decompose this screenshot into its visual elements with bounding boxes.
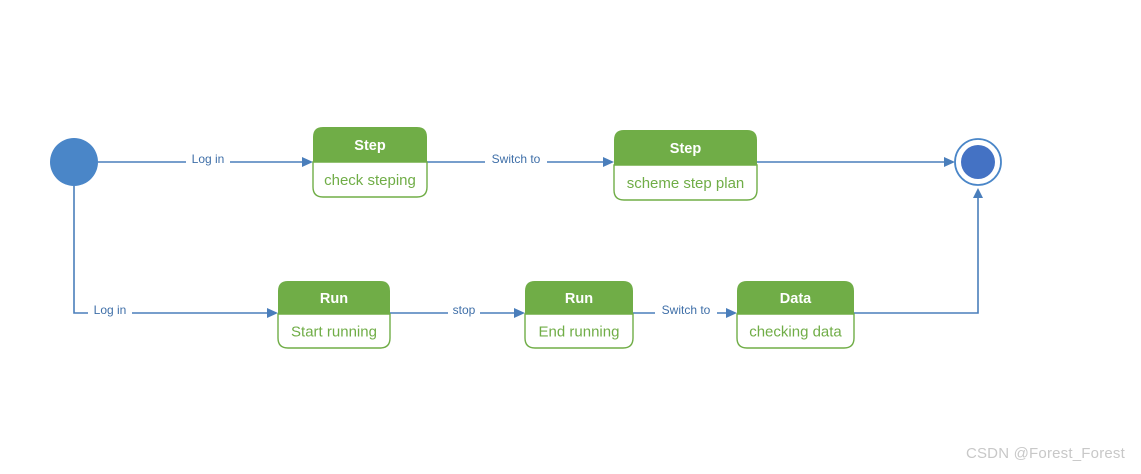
- edge-scheme-step-plan-to-end: [757, 157, 955, 167]
- edge-end-running-to-checking-data: Switch to: [633, 303, 737, 320]
- node-body: [312, 161, 428, 198]
- node-title: Data: [780, 291, 812, 307]
- state-node-scheme-step-plan[interactable]: Step scheme step plan: [613, 130, 758, 201]
- edge-label-backdrop: [186, 153, 230, 169]
- terminals-layer: [50, 138, 1002, 186]
- node-body: [277, 313, 391, 349]
- arrowhead-icon: [267, 308, 278, 318]
- node-body: [736, 313, 855, 349]
- node-subtitle: scheme step plan: [627, 175, 745, 192]
- edge-path: [854, 190, 979, 314]
- edge-start-running-to-end-running: stop: [390, 303, 525, 320]
- watermark-label: CSDN @Forest_Forest: [965, 445, 1125, 462]
- nodes-layer: Step check steping Step scheme step planRun…: [277, 127, 855, 349]
- node-subtitle: Start running: [291, 324, 377, 341]
- node-title: Run: [320, 291, 348, 307]
- edge-label-backdrop: [448, 304, 480, 320]
- arrowhead-icon: [944, 157, 955, 167]
- arrowhead-icon: [514, 308, 525, 318]
- node-title: Step: [670, 141, 702, 157]
- edge-label: Log in: [192, 152, 225, 166]
- edge-start-to-check-steping: Log in: [98, 152, 313, 169]
- edge-path: [73, 186, 276, 314]
- node-subtitle: End running: [539, 324, 620, 341]
- edge-label: Log in: [94, 303, 127, 317]
- state-node-check-steping[interactable]: Step check steping: [312, 127, 428, 198]
- node-header: [737, 281, 854, 314]
- edge-label-backdrop: [88, 304, 132, 320]
- node-body: [613, 164, 758, 201]
- node-title: Step: [354, 138, 386, 154]
- start-state-node[interactable]: [50, 138, 98, 186]
- edge-label-backdrop: [655, 304, 717, 320]
- arrowhead-icon: [302, 157, 313, 167]
- end-state-node[interactable]: [954, 138, 1002, 186]
- edge-label-backdrop: [485, 153, 547, 169]
- node-header: [614, 130, 757, 165]
- node-body: [524, 313, 634, 349]
- arrowhead-icon: [603, 157, 614, 167]
- end-state-inner-disc: [961, 145, 995, 179]
- edge-label: Switch to: [492, 152, 541, 166]
- edges-layer: Log in Switch to Log in stop Switch to: [73, 152, 983, 320]
- edge-label: stop: [453, 303, 476, 317]
- arrowhead-icon: [726, 308, 737, 318]
- edge-checking-data-to-end: [854, 188, 983, 314]
- edge-label: Switch to: [662, 303, 711, 317]
- node-subtitle: check steping: [324, 172, 416, 189]
- node-subtitle: checking data: [749, 324, 842, 341]
- edge-start-to-start-running: Log in: [73, 186, 278, 320]
- node-header: [525, 281, 633, 314]
- arrowhead-icon: [973, 188, 983, 198]
- state-node-checking-data[interactable]: Data checking data: [736, 281, 855, 349]
- node-title: Run: [565, 291, 593, 307]
- end-state-outer-ring: [954, 138, 1002, 186]
- node-header: [313, 127, 427, 162]
- edge-check-steping-to-scheme-step-plan: Switch to: [427, 152, 614, 169]
- node-header: [278, 281, 390, 314]
